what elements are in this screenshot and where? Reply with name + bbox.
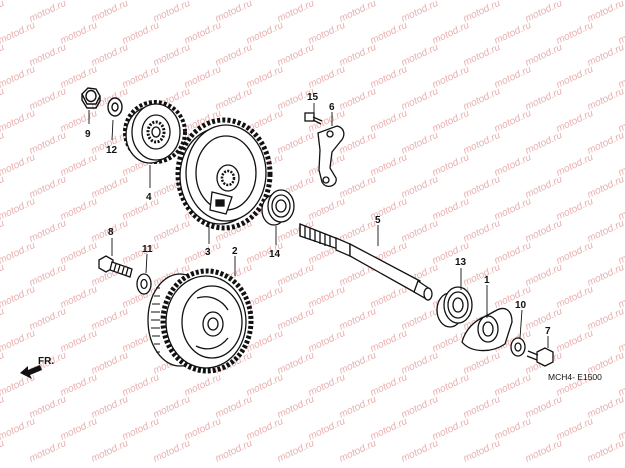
diagram-code: MCH4- E1500 [548,372,602,382]
part-9-nut [81,87,101,109]
part-4-small-gear [123,100,187,164]
part-3-large-gear [175,117,273,231]
callout-numbers: 9 12 4 3 2 14 15 6 5 13 1 10 7 8 11 [85,92,551,337]
part-13-bearing [436,286,473,328]
part-8-bolt [98,255,133,278]
part-7-bolt [526,347,554,367]
callout-8: 8 [108,227,114,238]
part-1-plate [461,307,513,352]
watermark-text: motod.ru [617,0,625,3]
callout-11: 11 [142,244,153,255]
callout-2: 2 [232,246,238,257]
front-direction-arrow: FR. [20,356,54,379]
callout-14: 14 [269,249,281,260]
callout-lines [88,103,549,348]
callout-13: 13 [455,257,467,268]
part-11-washer [136,273,152,295]
part-15-bolt [304,112,323,125]
callout-15: 15 [307,92,319,103]
callout-6: 6 [329,102,335,113]
part-12-washer [107,97,123,117]
part-10-washer [510,337,526,357]
callout-1: 1 [484,275,490,286]
callout-5: 5 [375,215,381,226]
part-2-drum-gear [147,268,254,374]
front-label: FR. [38,356,54,367]
callout-3: 3 [205,247,211,258]
part-5-shaft [299,223,433,302]
part-14-bearing [261,189,295,226]
part-6-bracket [317,125,345,188]
callout-9: 9 [85,129,91,140]
callout-10: 10 [515,300,527,311]
callout-4: 4 [146,192,152,203]
callout-12: 12 [106,145,118,156]
callout-7: 7 [545,326,551,337]
